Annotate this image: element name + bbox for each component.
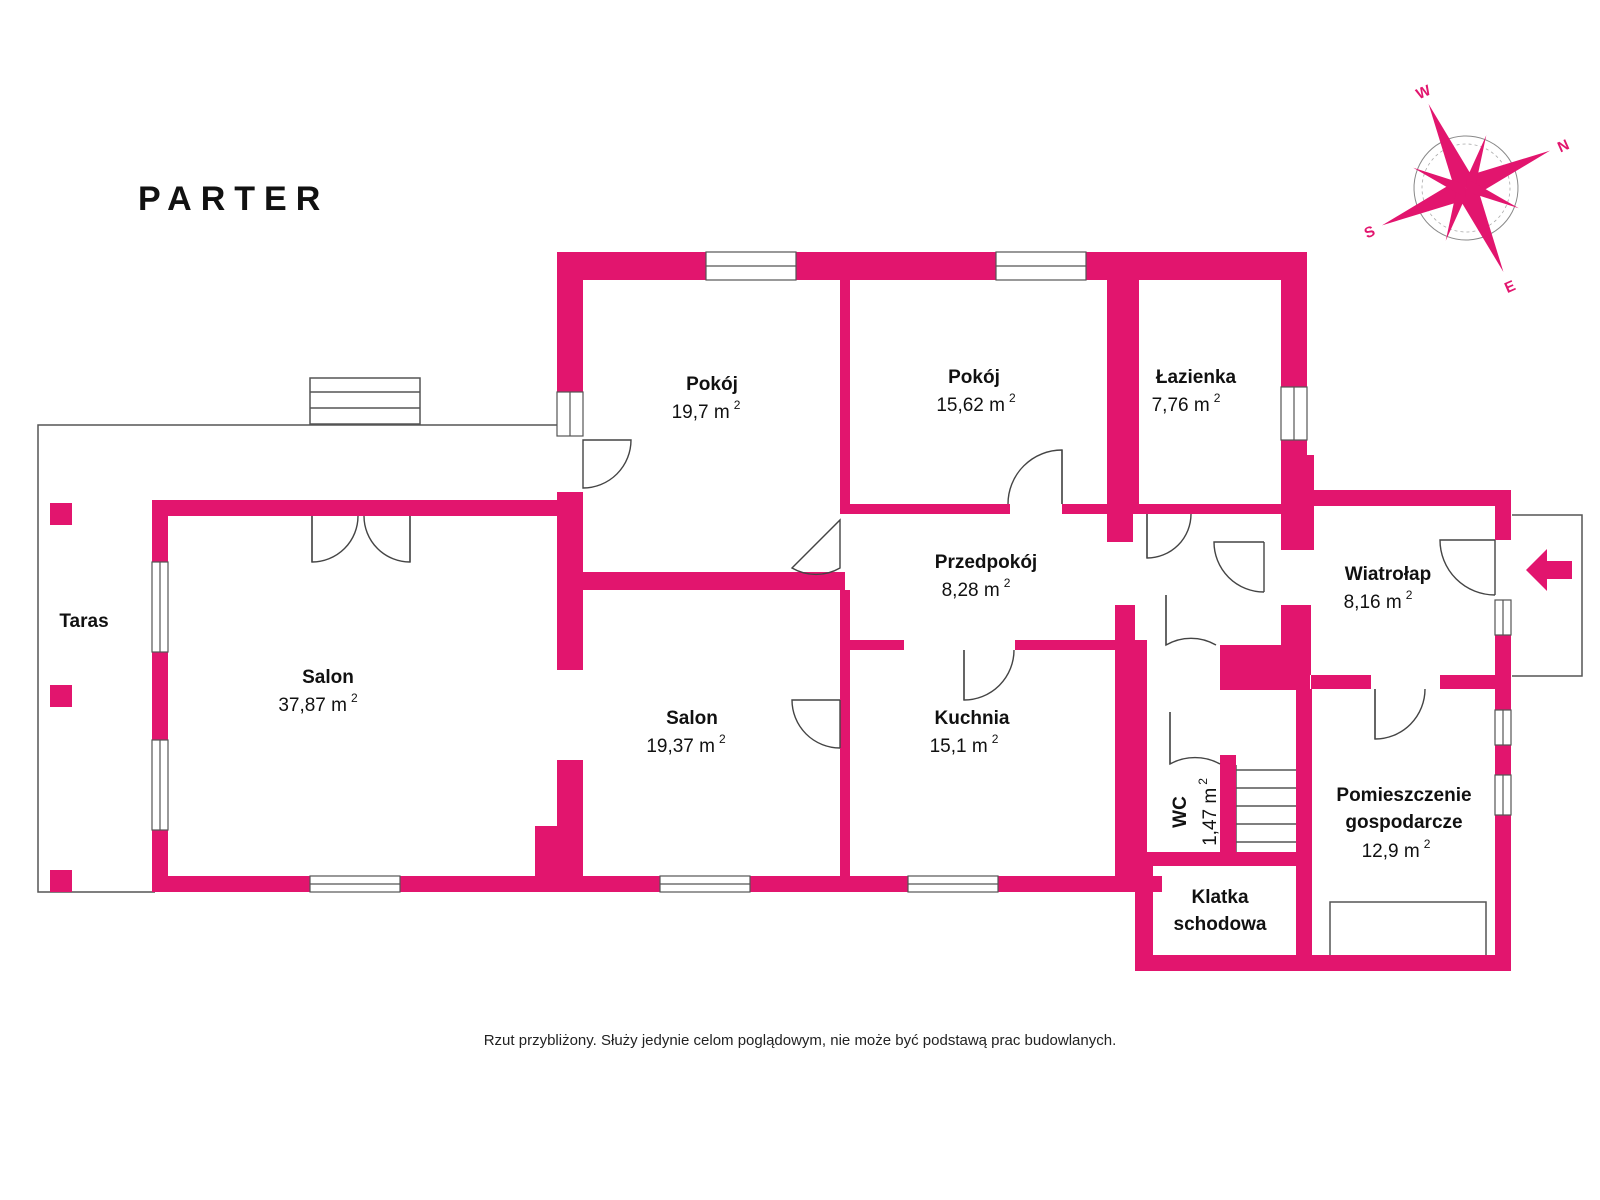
utility-fixture bbox=[1329, 901, 1487, 962]
room-name-taras: Taras bbox=[59, 611, 108, 632]
room-name-wiatrolap: Wiatrołap bbox=[1345, 564, 1431, 585]
walls bbox=[152, 252, 1511, 971]
room-name-pokoj1: Pokój bbox=[686, 374, 738, 395]
room-name-wc: WC bbox=[1170, 796, 1191, 828]
stairs bbox=[1235, 765, 1300, 865]
room-name-przedpokoj: Przedpokój bbox=[935, 552, 1037, 573]
entrance-arrow-icon bbox=[1526, 549, 1572, 591]
room-name-pom-gosp-2: gospodarcze bbox=[1345, 812, 1462, 833]
terrace-columns bbox=[50, 503, 72, 892]
room-name-lazienka: Łazienka bbox=[1156, 367, 1237, 388]
floor-title: PARTER bbox=[138, 180, 330, 218]
compass-w: W bbox=[1414, 82, 1435, 104]
compass-s: S bbox=[1362, 223, 1378, 243]
doors bbox=[311, 439, 1496, 766]
wc-label-group: WC 1,47 m2 bbox=[1170, 778, 1221, 846]
disclaimer-note: Rzut przybliżony. Służy jedynie celom po… bbox=[483, 1032, 1117, 1049]
room-name-pokoj2: Pokój bbox=[948, 367, 1000, 388]
room-name-kuchnia: Kuchnia bbox=[935, 708, 1010, 729]
windows bbox=[151, 251, 1512, 893]
room-name-klatka-1: Klatka bbox=[1191, 887, 1248, 908]
room-name-klatka-2: schodowa bbox=[1174, 914, 1267, 935]
room-name-pom-gosp-1: Pomieszczenie bbox=[1336, 785, 1471, 806]
compass-n: N bbox=[1555, 136, 1572, 156]
entrance-steps bbox=[1512, 514, 1583, 677]
compass-rose-icon: W N E S bbox=[1362, 82, 1572, 297]
terrace bbox=[37, 377, 560, 893]
room-name-salon-small: Salon bbox=[666, 708, 718, 729]
room-name-salon-big: Salon bbox=[302, 667, 354, 688]
compass-e: E bbox=[1502, 277, 1518, 297]
room-area-wc: 1,47 m2 bbox=[1196, 778, 1221, 846]
